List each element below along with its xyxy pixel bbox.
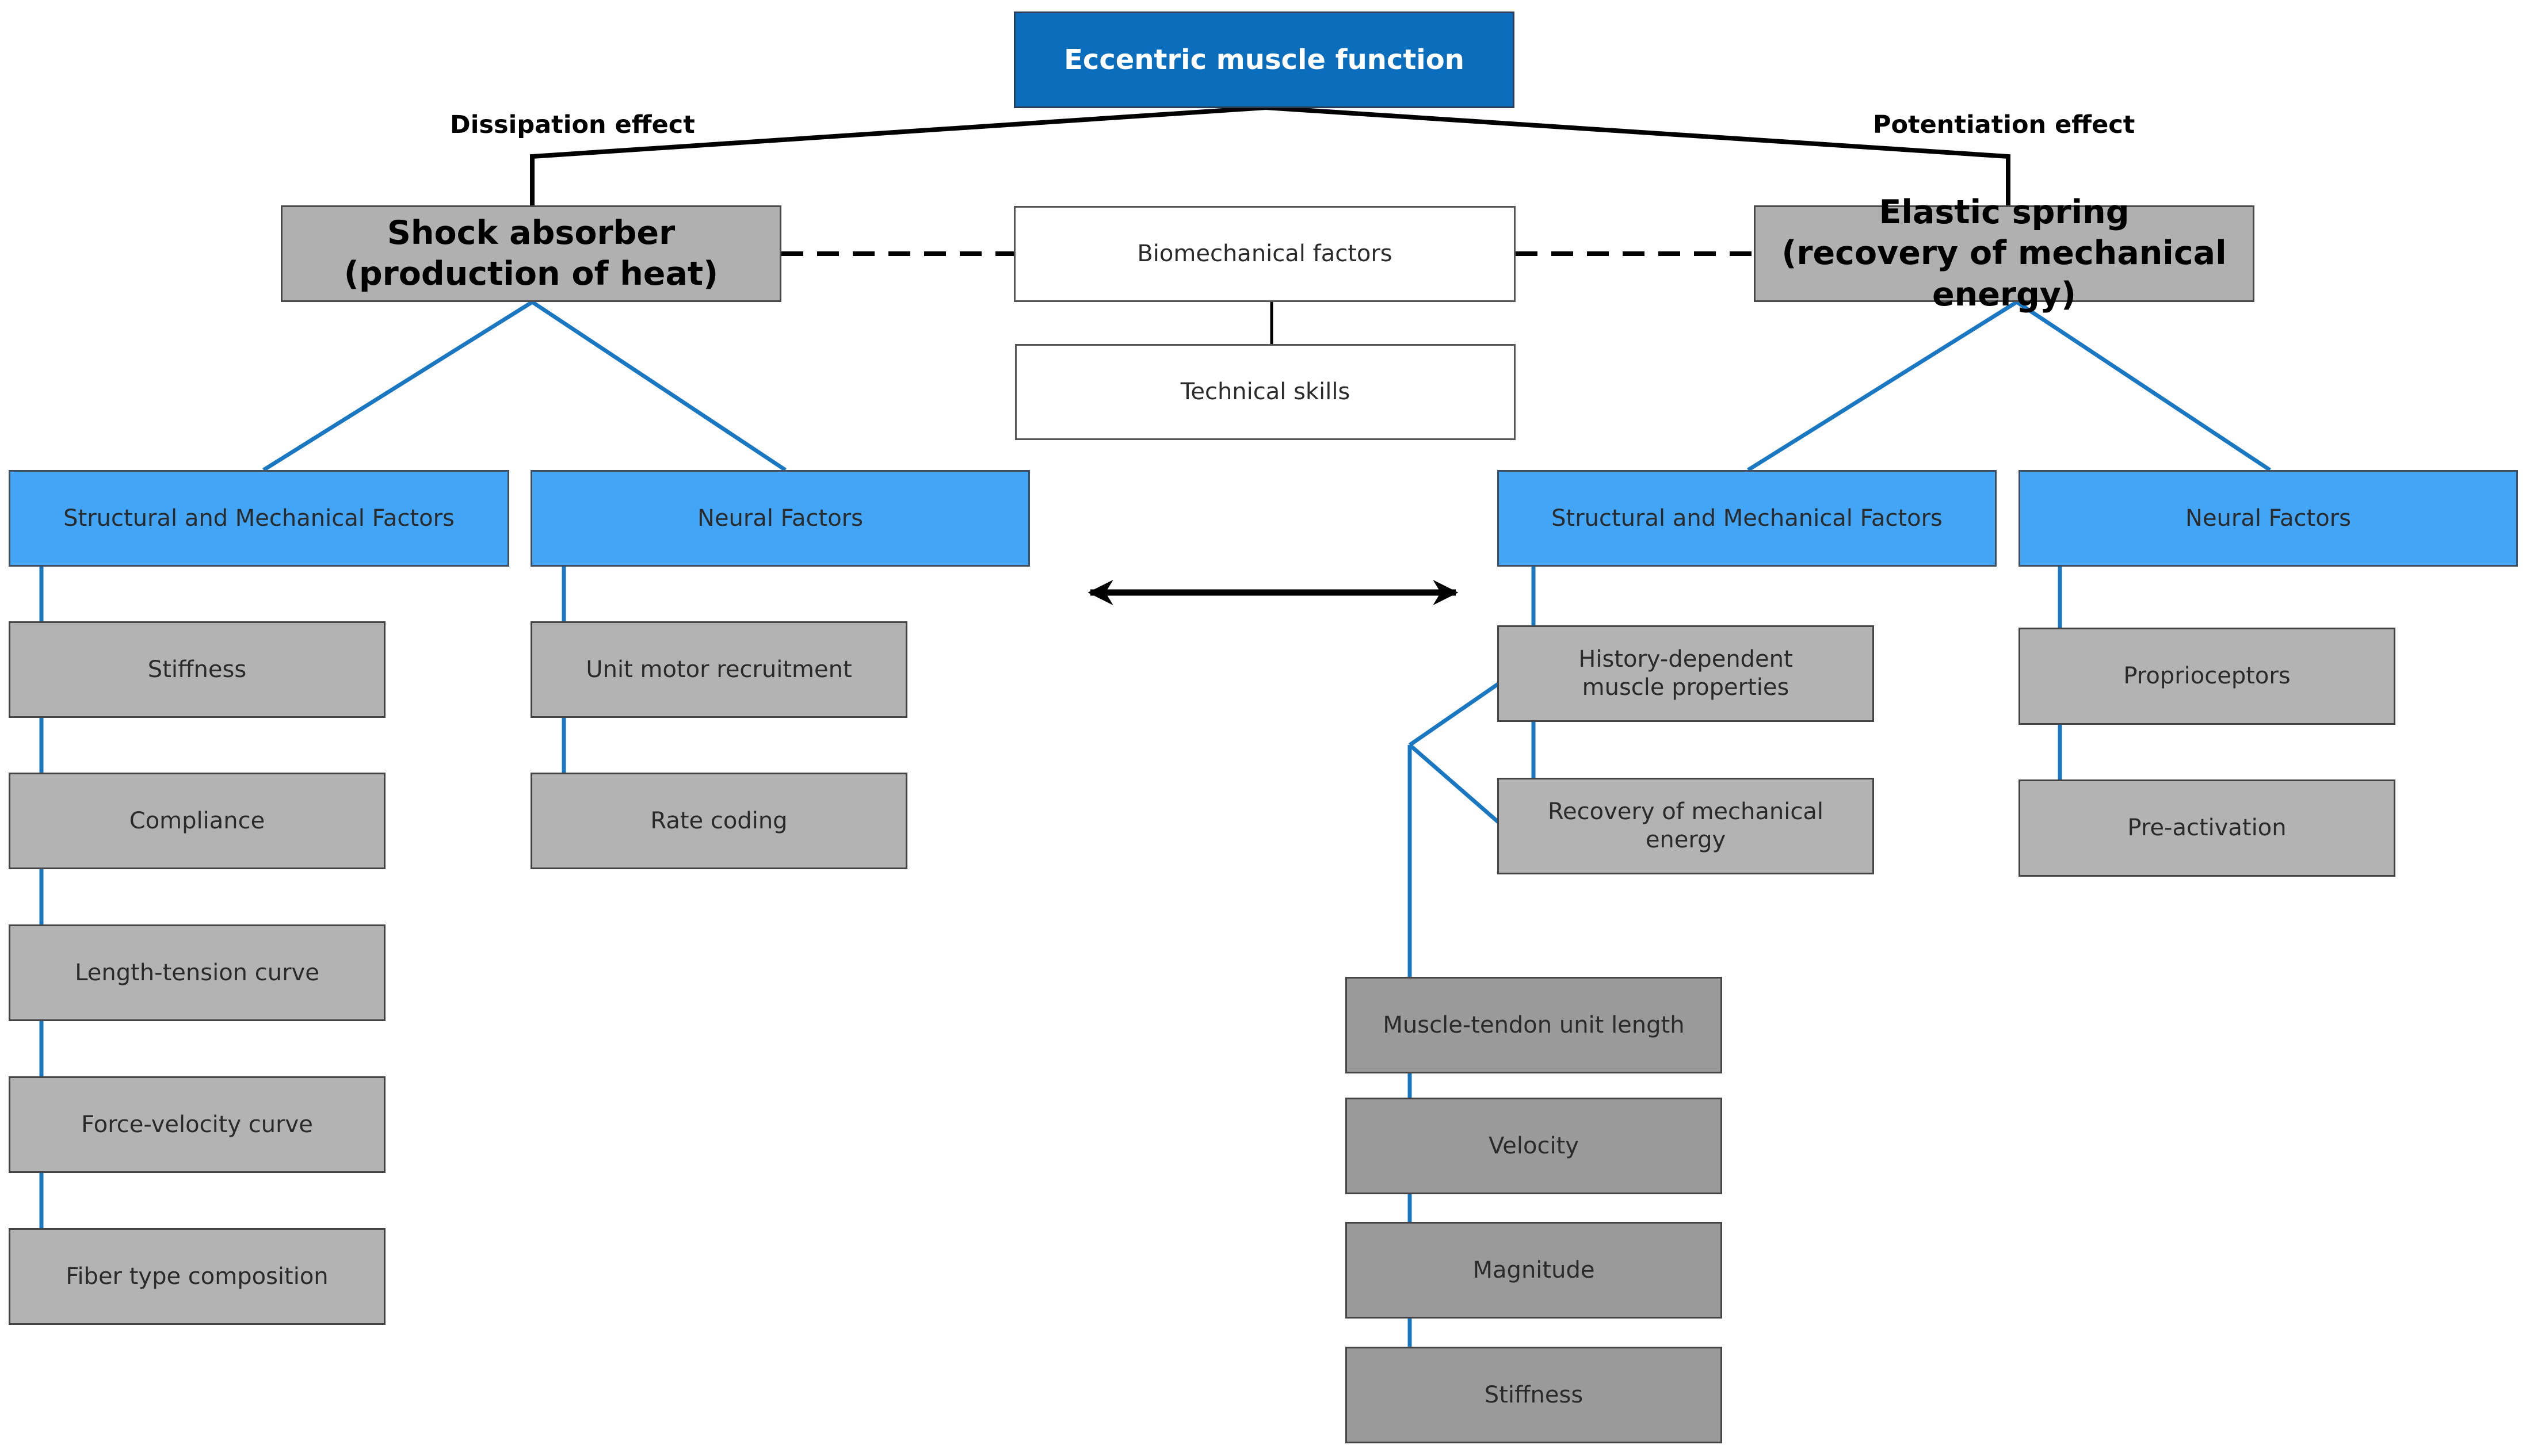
left-structural-item: Length-tension curve (9, 924, 386, 1021)
sub-item: Muscle-tendon unit length (1345, 977, 1722, 1073)
right-structural-item: Recovery of mechanical energy (1497, 778, 1874, 874)
biomechanical-factors-node: Biomechanical factors (1014, 206, 1516, 302)
right-neural-factors-node: Neural Factors (2018, 470, 2518, 567)
right-neural-item: Proprioceptors (2018, 628, 2395, 725)
left-structural-item: Compliance (9, 773, 386, 869)
sub-item: Stiffness (1345, 1347, 1722, 1443)
root-node: Eccentric muscle function (1014, 12, 1514, 108)
right-structural-factors-node: Structural and Mechanical Factors (1497, 470, 1997, 567)
elastic-spring-node: Elastic spring (recovery of mechanical e… (1754, 193, 2254, 314)
shock-absorber-node: Shock absorber (production of heat) (281, 205, 781, 302)
left-structural-item: Fiber type composition (9, 1228, 386, 1325)
left-neural-item: Rate coding (531, 773, 907, 869)
technical-skills-node: Technical skills (1015, 344, 1516, 440)
right-structural-item: History-dependent muscle properties (1497, 625, 1874, 722)
potentiation-effect-label: Potentiation effect (1873, 110, 2135, 139)
dissipation-effect-label: Dissipation effect (450, 110, 695, 139)
left-neural-item: Unit motor recruitment (531, 621, 907, 718)
left-structural-item: Stiffness (9, 621, 386, 718)
left-structural-item: Force-velocity curve (9, 1076, 386, 1173)
root-to-spring-line (1265, 105, 2010, 205)
root-to-shock-line (530, 105, 1266, 205)
left-neural-factors-node: Neural Factors (531, 470, 1030, 567)
right-neural-item: Pre-activation (2018, 779, 2395, 877)
sub-item: Magnitude (1345, 1222, 1722, 1319)
left-structural-factors-node: Structural and Mechanical Factors (9, 470, 509, 567)
sub-item: Velocity (1345, 1098, 1722, 1194)
